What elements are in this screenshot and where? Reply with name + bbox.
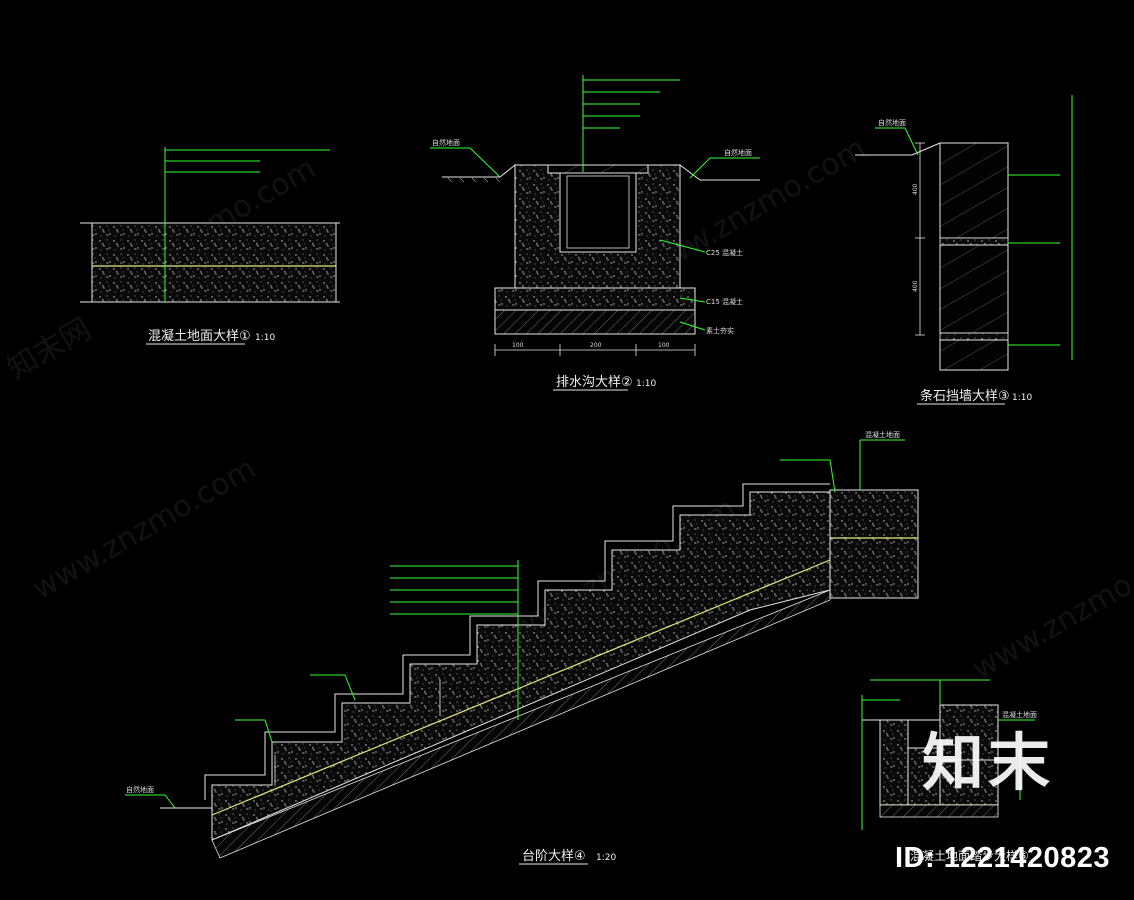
watermark-text: www.znzmo.com [967, 531, 1134, 687]
detail-title: 条石挡墙大样③ [920, 388, 1010, 404]
label-compacted: 素土夯实 [706, 326, 734, 335]
watermark-text: www.znzmo.com [27, 451, 262, 607]
label-original-grade: 自然地面 [878, 118, 906, 127]
detail-title: 排水沟大样② [556, 375, 633, 390]
detail-title: 台阶大样④ [522, 849, 586, 864]
label-original-grade: 自然地面 [432, 138, 460, 147]
label-original-grade: 自然地面 [724, 148, 752, 157]
watermark-logo: 知末 [921, 726, 1054, 799]
label-c15: C15 混凝土 [706, 297, 743, 306]
label-concrete-ground: 混凝土地面 [1002, 710, 1037, 719]
detail-title: 混凝土地面大样① [148, 328, 251, 344]
dim-label: 200 [590, 342, 602, 349]
detail-stone-retaining-wall: 400 400 自然地面 条石挡墙大样③ 1:10 [855, 95, 1073, 405]
detail-scale: 1:20 [596, 853, 616, 863]
detail-stair-section: 自然地面 混凝土地面 台阶大样④ 1:20 [125, 430, 919, 865]
detail-title: 混凝土地面踏步大样⑤ [910, 848, 1029, 863]
image-id-label: ID: 1221420823 [895, 842, 1110, 874]
detail-concrete-ground: 混凝土地面大样① 1:10 [80, 147, 340, 345]
label-original-grade: 自然地面 [126, 785, 154, 794]
dim-label: 400 [912, 280, 919, 292]
dim-label: 400 [912, 183, 919, 195]
detail-scale: 1:10 [1012, 393, 1032, 403]
dim-label: 100 [658, 342, 670, 349]
detail-drainage-ditch: 自然地面 自然地面 C25 混凝土 C15 混凝土 素土夯实 100 200 1… [430, 75, 760, 391]
watermark-text: 知末网 [2, 312, 97, 387]
detail-scale: 1:10 [255, 333, 275, 343]
detail-scale: 1:10 [636, 379, 656, 389]
detail-ground-step: 混凝土地面 混凝土地面踏步大样⑤ [861, 679, 1037, 863]
label-c25: C25 混凝土 [706, 248, 743, 257]
label-concrete-ground: 混凝土地面 [865, 430, 900, 439]
dim-label: 100 [512, 342, 524, 349]
